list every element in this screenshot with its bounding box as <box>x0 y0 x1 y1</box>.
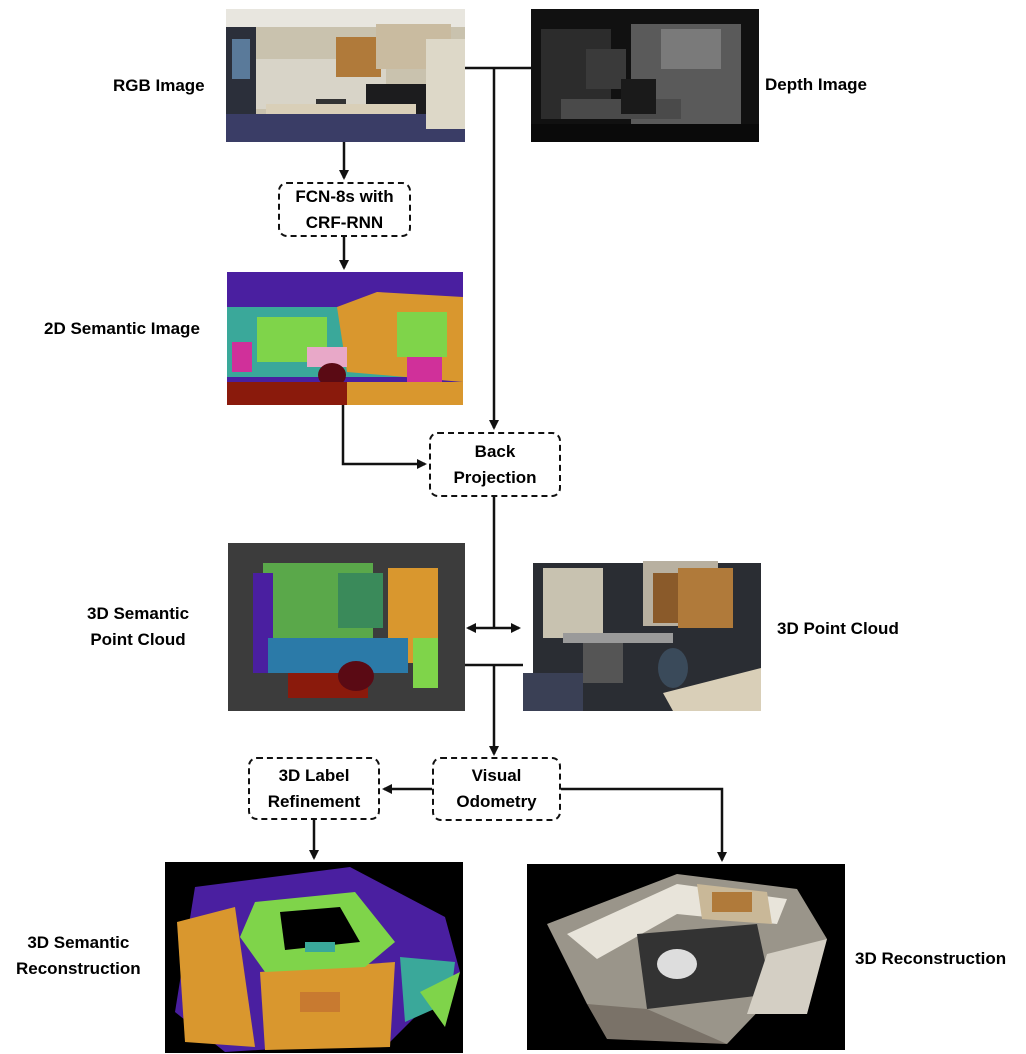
semantic-reconstruction-image <box>165 862 463 1053</box>
refine-line2: Refinement <box>267 791 361 811</box>
back-projection-box: Back Projection <box>429 432 561 497</box>
label-refinement-box: 3D Label Refinement <box>248 757 380 820</box>
rgb-image-label: RGB Image <box>113 76 205 95</box>
semantic-recon-label-line1: 3D Semantic <box>27 933 130 952</box>
backproj-line1: Back <box>474 441 516 461</box>
arrow-semantic-to-backprojection <box>341 405 427 469</box>
semantic-2d-label: 2D Semantic Image <box>44 319 200 338</box>
semantic-pc-label-line1: 3D Semantic <box>87 604 190 623</box>
semantic-2d-image <box>227 272 463 405</box>
backproj-line2: Projection <box>453 467 537 487</box>
semantic-point-cloud-image <box>228 543 465 711</box>
fcn-line2: CRF-RNN <box>305 212 384 232</box>
semantic-pc-label: 3D Semantic Point Cloud <box>87 601 189 653</box>
semantic-pc-label-line2: Point Cloud <box>90 630 186 649</box>
reconstruction-image <box>527 864 845 1050</box>
semantic-recon-label-line2: Reconstruction <box>16 959 141 978</box>
semantic-recon-label: 3D Semantic Reconstruction <box>16 930 141 982</box>
reconstruction-label: 3D Reconstruction <box>855 949 1007 968</box>
vo-line1: Visual <box>471 766 522 785</box>
depth-image <box>531 9 759 142</box>
rgb-image <box>226 9 465 142</box>
point-cloud-label: 3D Point Cloud <box>777 619 899 638</box>
point-cloud-image <box>523 543 761 711</box>
arrow-vo-to-recon <box>561 787 727 862</box>
refine-line1: 3D Label <box>278 765 350 785</box>
fcn-crf-rnn-box: FCN-8s with CRF-RNN <box>278 182 411 237</box>
depth-image-label: Depth Image <box>765 75 868 94</box>
fcn-line1: FCN-8s with <box>295 186 394 206</box>
vo-line2: Odometry <box>456 792 537 811</box>
visual-odometry-box: Visual Odometry <box>432 757 561 821</box>
